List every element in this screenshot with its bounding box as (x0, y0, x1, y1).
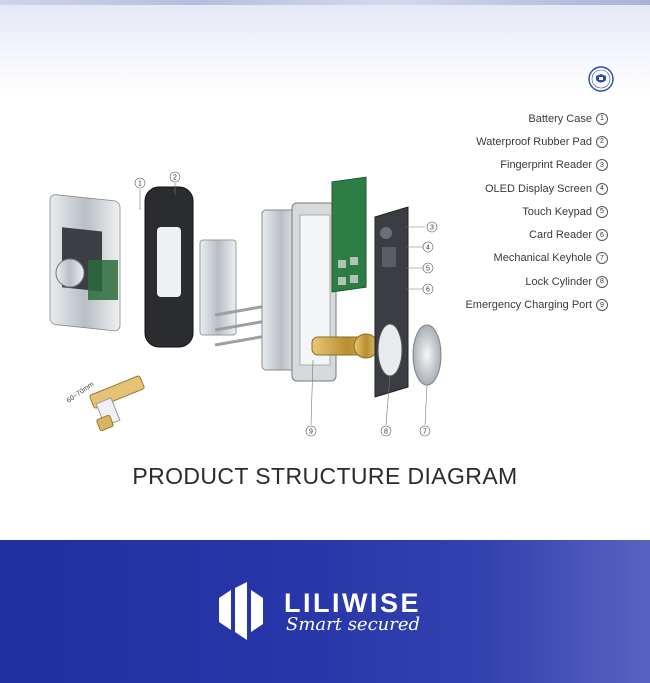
certification-badge-icon (588, 66, 614, 92)
legend-number: 6 (596, 229, 608, 242)
legend-item-keyhole: Mechanical Keyhole 7 (348, 247, 608, 270)
legend-label: Waterproof Rubber Pad (476, 135, 592, 148)
legend-label: Lock Cylinder (525, 275, 592, 288)
legend-label: Fingerprint Reader (500, 159, 592, 172)
legend-number: 3 (596, 159, 608, 172)
keypad-glass-part (374, 206, 409, 398)
marker-2: 2 (173, 175, 177, 182)
marker-9: 9 (309, 429, 313, 436)
marker-3: 3 (430, 225, 434, 232)
legend-number: 5 (596, 205, 608, 218)
page-title: PRODUCT STRUCTURE DIAGRAM (132, 463, 518, 489)
circuit-board-part (331, 176, 367, 293)
bolt-size-label: 60~70mm (66, 381, 96, 405)
header-band (0, 0, 650, 95)
component-legend: Battery Case 1 Waterproof Rubber Pad 2 Fin… (348, 107, 608, 317)
legend-item-card-reader: Card Reader 6 (348, 223, 608, 246)
legend-number: 9 (596, 299, 608, 312)
brand-tagline: Smart secured (286, 614, 421, 635)
legend-label: Battery Case (528, 112, 592, 125)
legend-item-fingerprint: Fingerprint Reader 3 (348, 154, 608, 177)
marker-5: 5 (426, 266, 430, 273)
marker-7: 7 (423, 429, 427, 436)
keyhole-cover-part (412, 324, 442, 386)
marker-8: 8 (384, 429, 388, 436)
latch-bolt-image: 60~70mm (66, 375, 145, 432)
legend-item-battery-case: Battery Case 1 (348, 107, 608, 130)
legend-label: OLED Display Screen (485, 182, 592, 195)
legend-number: 8 (596, 275, 608, 288)
legend-item-keypad: Touch Keypad 5 (348, 200, 608, 223)
legend-number: 2 (596, 135, 608, 148)
bracket-part (199, 239, 237, 336)
marker-1: 1 (138, 181, 142, 188)
marker-6: 6 (426, 287, 430, 294)
legend-label: Emergency Charging Port (465, 299, 592, 312)
legend-label: Mechanical Keyhole (493, 252, 592, 265)
legend-number: 7 (596, 252, 608, 265)
legend-label: Card Reader (529, 229, 592, 242)
legend-item-lock-cylinder: Lock Cylinder 8 (348, 270, 608, 293)
legend-label: Touch Keypad (522, 205, 592, 218)
battery-case-part (49, 194, 121, 332)
legend-item-charging-port: Emergency Charging Port 9 (348, 293, 608, 316)
legend-item-rubber-pad: Waterproof Rubber Pad 2 (348, 130, 608, 153)
legend-item-oled: OLED Display Screen 4 (348, 177, 608, 200)
legend-number: 1 (596, 112, 608, 125)
legend-number: 4 (596, 182, 608, 195)
marker-4: 4 (426, 245, 430, 252)
brand-footer (0, 540, 650, 683)
lock-cylinder-part (311, 333, 383, 359)
liliwise-logo-icon (219, 582, 263, 640)
exploded-lock-diagram: 1 2 3 4 5 6 7 8 9 (49, 171, 442, 437)
brand-name: LILIWISE (284, 588, 421, 618)
